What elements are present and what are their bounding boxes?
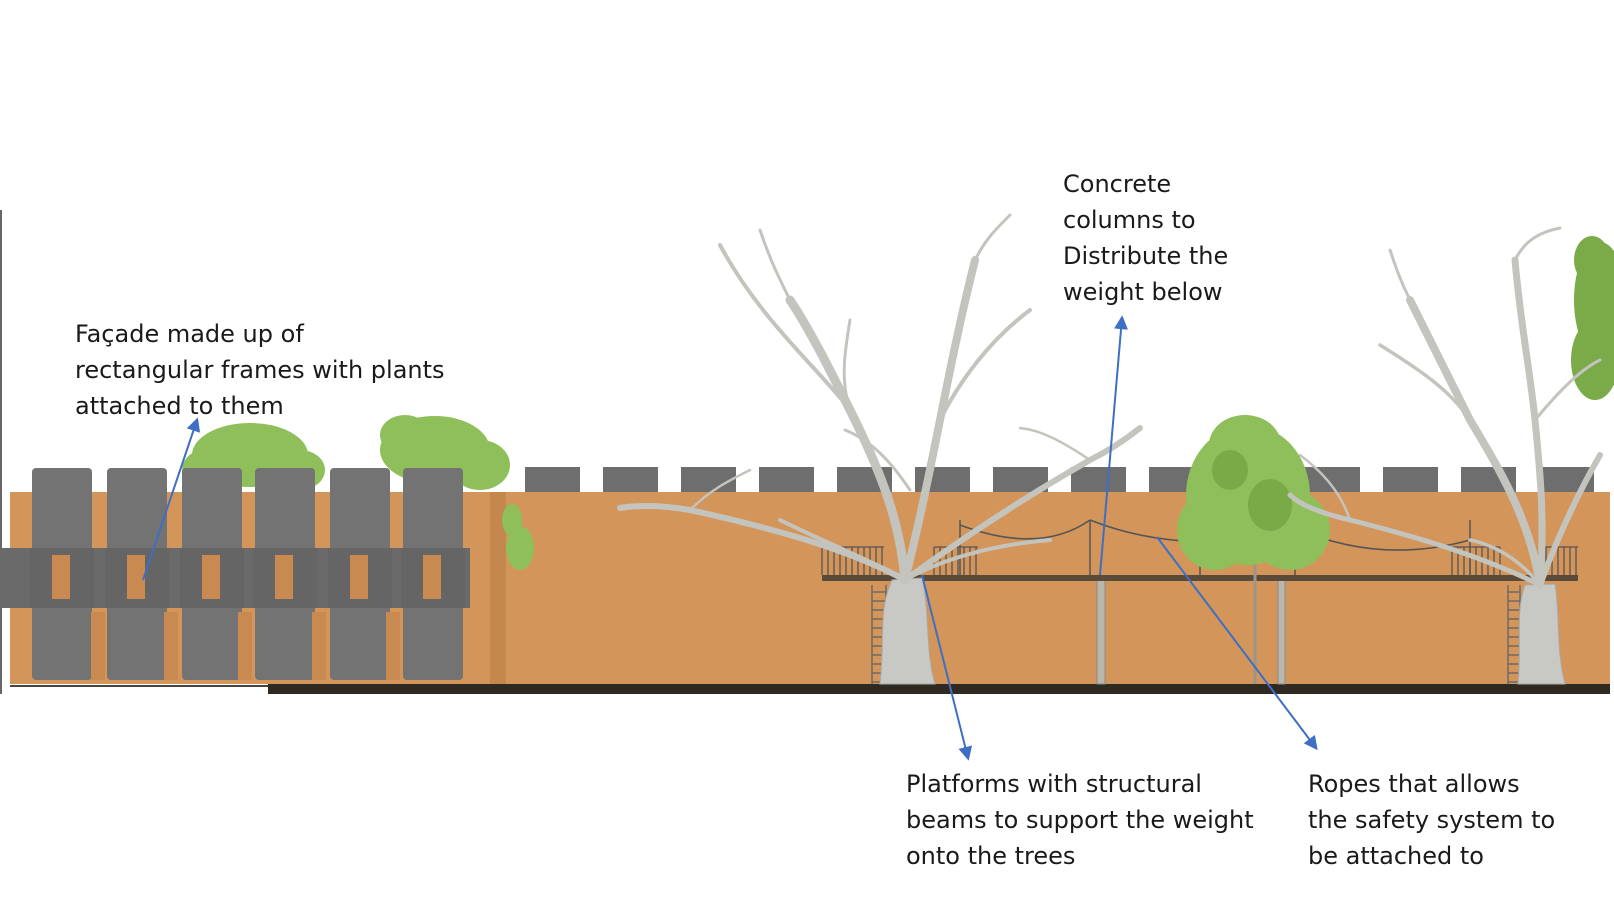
- wall-coping-blocks: [525, 467, 1594, 492]
- facade-gap: [164, 612, 178, 680]
- facade-opening: [275, 555, 293, 599]
- facade-gap: [238, 612, 252, 680]
- bare-tree-right: [1287, 226, 1603, 685]
- leafy-tree-middle: [1177, 415, 1330, 684]
- annotation-platforms-line-2: beams to support the weight: [906, 806, 1254, 834]
- annotation-ropes-line-2: the safety system to: [1308, 806, 1556, 834]
- facade-rectangular-frames: [0, 468, 470, 680]
- bare-tree-left: [617, 213, 1143, 685]
- annotation-facade: Façade made up of rectangular frames wit…: [75, 316, 445, 424]
- facade-gap: [386, 612, 400, 680]
- annotation-platforms-line-3: onto the trees: [906, 842, 1076, 870]
- annotation-facade-line-3: attached to them: [75, 392, 284, 420]
- annotation-platforms-line-1: Platforms with structural: [906, 770, 1202, 798]
- arrow-columns: [1099, 315, 1129, 576]
- facade-opening: [202, 555, 220, 599]
- coping-block: [759, 467, 814, 492]
- annotation-columns-line-1: Concrete: [1063, 170, 1172, 198]
- ground-line: [268, 684, 1610, 694]
- coping-block: [603, 467, 658, 492]
- annotation-columns-line-3: Distribute the: [1063, 242, 1229, 270]
- facade-opening: [350, 555, 368, 599]
- coping-block: [1383, 467, 1438, 492]
- annotation-platforms: Platforms with structural beams to suppo…: [906, 766, 1254, 874]
- annotation-ropes-line-1: Ropes that allows: [1308, 770, 1520, 798]
- annotation-columns-line-4: weight below: [1063, 278, 1223, 306]
- annotation-arrows: [142, 315, 1318, 761]
- arrow-ropes: [1156, 536, 1318, 751]
- facade-opening: [423, 555, 441, 599]
- arrow-platforms: [921, 574, 973, 761]
- annotation-facade-line-1: Façade made up of: [75, 320, 304, 348]
- facade-opening: [127, 555, 145, 599]
- coping-block: [1071, 467, 1126, 492]
- facade-gap: [312, 612, 326, 680]
- coping-block: [525, 467, 580, 492]
- coping-block: [681, 467, 736, 492]
- annotation-columns-line-2: columns to: [1063, 206, 1196, 234]
- annotation-ropes: Ropes that allows the safety system to b…: [1308, 766, 1555, 874]
- facade-gap: [91, 612, 105, 680]
- foliage-right-edge: [1571, 236, 1614, 400]
- annotation-columns: Concrete columns to Distribute the weigh…: [1063, 166, 1228, 310]
- facade-opening: [52, 555, 70, 599]
- annotation-ropes-line-3: be attached to: [1308, 842, 1484, 870]
- arrow-facade: [142, 417, 201, 581]
- annotation-facade-line-2: rectangular frames with plants: [75, 356, 445, 384]
- tree-platform-walkway: [822, 575, 1578, 581]
- wall-step-shadow: [490, 492, 506, 684]
